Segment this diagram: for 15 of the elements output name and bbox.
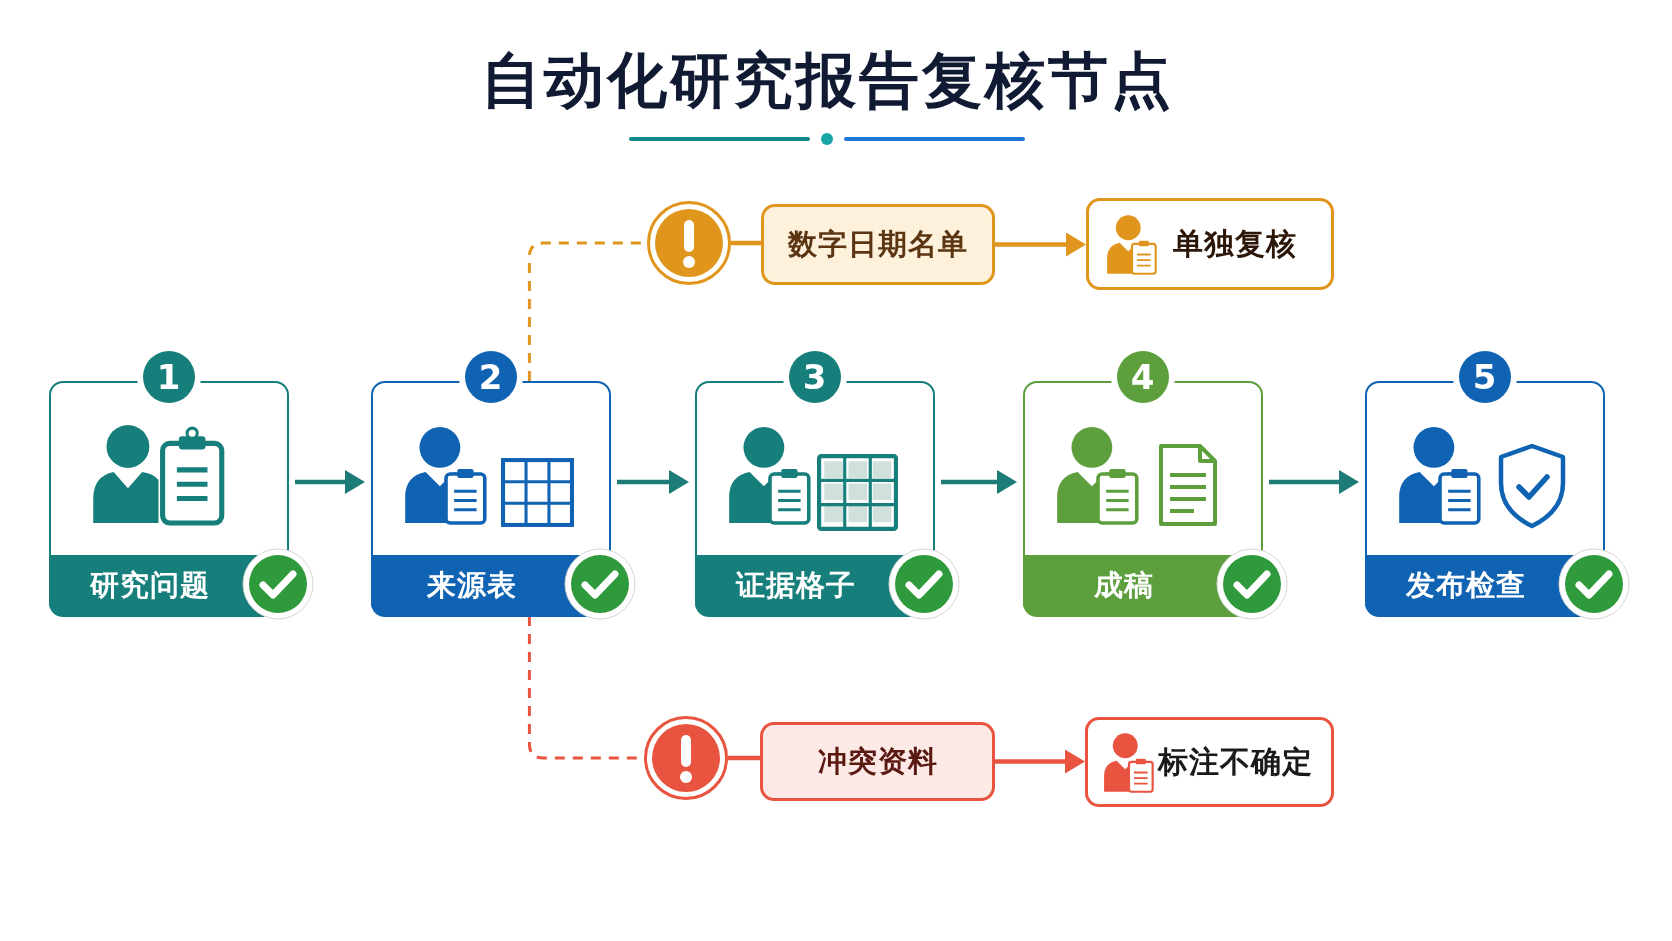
arrow bbox=[1269, 470, 1359, 494]
connector-line bbox=[728, 755, 760, 761]
arrow bbox=[617, 470, 689, 494]
action-box bbox=[1085, 717, 1334, 807]
arrow bbox=[295, 470, 365, 494]
warning-box: 冲突资料 bbox=[760, 722, 995, 801]
action-box bbox=[1086, 198, 1334, 290]
arrow bbox=[995, 749, 1085, 774]
warning-box: 数字日期名单 bbox=[761, 204, 995, 285]
action-label: 标注不确定 bbox=[1158, 742, 1313, 781]
arrow bbox=[941, 470, 1017, 494]
connector-line bbox=[731, 240, 761, 246]
arrow bbox=[995, 232, 1086, 257]
action-label: 单独复核 bbox=[1173, 224, 1297, 263]
title: 自动化研究报告复核节点 bbox=[479, 44, 1175, 117]
